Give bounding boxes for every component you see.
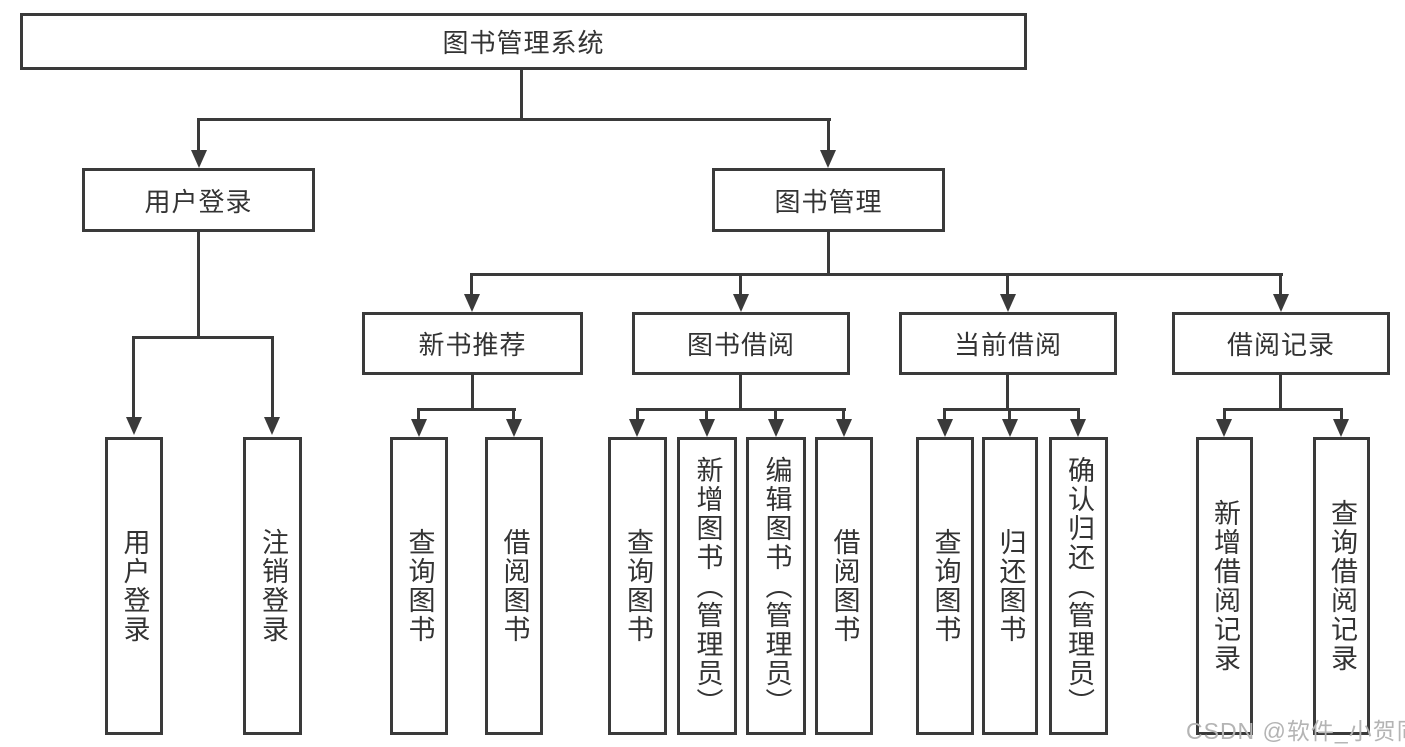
leaf-query-books-recommend: 查询图书 [390, 437, 448, 735]
arrowhead-down-icon [699, 419, 715, 437]
node-book-borrowing: 图书借阅 [632, 312, 850, 375]
connector-line [132, 336, 135, 417]
connector-line [1223, 408, 1226, 419]
arrowhead-down-icon [464, 294, 480, 312]
node-current-borrowing: 当前借阅 [899, 312, 1117, 375]
arrowhead-down-icon [126, 417, 142, 435]
connector-line [827, 118, 830, 150]
connector-line [512, 408, 515, 419]
connector-line [271, 336, 274, 417]
leaf-add-books-admin: 新增图书（管理员） [677, 437, 737, 735]
connector-line [520, 70, 523, 118]
connector-line [1008, 408, 1011, 419]
connector-line [636, 408, 846, 411]
arrowhead-down-icon [1273, 294, 1289, 312]
connector-line [943, 408, 946, 419]
arrowhead-down-icon [836, 419, 852, 437]
arrowhead-down-icon [768, 419, 784, 437]
connector-line [739, 375, 742, 408]
arrowhead-down-icon [1070, 419, 1086, 437]
arrowhead-down-icon [264, 417, 280, 435]
leaf-return-books: 归还图书 [982, 437, 1038, 735]
connector-line [705, 408, 708, 419]
connector-line [636, 408, 639, 419]
arrowhead-down-icon [820, 150, 836, 168]
connector-line [471, 375, 474, 408]
arrowhead-down-icon [1000, 294, 1016, 312]
connector-line [739, 273, 742, 294]
node-user-login: 用户登录 [82, 168, 315, 232]
leaf-user-login: 用户登录 [105, 437, 163, 735]
leaf-edit-books-admin: 编辑图书（管理员） [746, 437, 806, 735]
leaf-confirm-return-admin: 确认归还（管理员） [1049, 437, 1108, 735]
connector-line [842, 408, 845, 419]
connector-line [1006, 375, 1009, 408]
arrowhead-down-icon [733, 294, 749, 312]
leaf-logout: 注销登录 [243, 437, 302, 735]
arrowhead-down-icon [629, 419, 645, 437]
node-library-system: 图书管理系统 [20, 13, 1027, 70]
leaf-borrow-books-recommend: 借阅图书 [485, 437, 543, 735]
leaf-query-borrow-record: 查询借阅记录 [1313, 437, 1370, 735]
arrowhead-down-icon [1333, 419, 1349, 437]
connector-line [197, 118, 200, 150]
arrowhead-down-icon [506, 419, 522, 437]
leaf-query-books-borrow: 查询图书 [608, 437, 667, 735]
csdn-watermark: CSDN @软件_小贺同学 [1186, 718, 1405, 744]
connector-line [827, 232, 830, 273]
arrowhead-down-icon [937, 419, 953, 437]
leaf-query-books-current: 查询图书 [916, 437, 974, 735]
connector-line [1340, 408, 1343, 419]
connector-line [470, 273, 473, 294]
connector-line [197, 232, 200, 336]
connector-line [417, 408, 516, 411]
connector-line [1006, 273, 1009, 294]
connector-line [197, 118, 831, 121]
node-new-book-recommend: 新书推荐 [362, 312, 583, 375]
connector-line [1077, 408, 1080, 419]
arrowhead-down-icon [1216, 419, 1232, 437]
arrowhead-down-icon [191, 150, 207, 168]
connector-line [417, 408, 420, 419]
arrowhead-down-icon [1002, 419, 1018, 437]
leaf-borrow-books: 借阅图书 [815, 437, 873, 735]
arrowhead-down-icon [411, 419, 427, 437]
leaf-add-borrow-record: 新增借阅记录 [1196, 437, 1253, 735]
node-borrowing-records: 借阅记录 [1172, 312, 1390, 375]
connector-line [471, 273, 1283, 276]
connector-line [943, 408, 1080, 411]
connector-line [1279, 375, 1282, 408]
node-book-management: 图书管理 [712, 168, 945, 232]
connector-line [1223, 408, 1343, 411]
connector-line [133, 336, 274, 339]
connector-line [774, 408, 777, 419]
connector-line [1279, 273, 1282, 294]
